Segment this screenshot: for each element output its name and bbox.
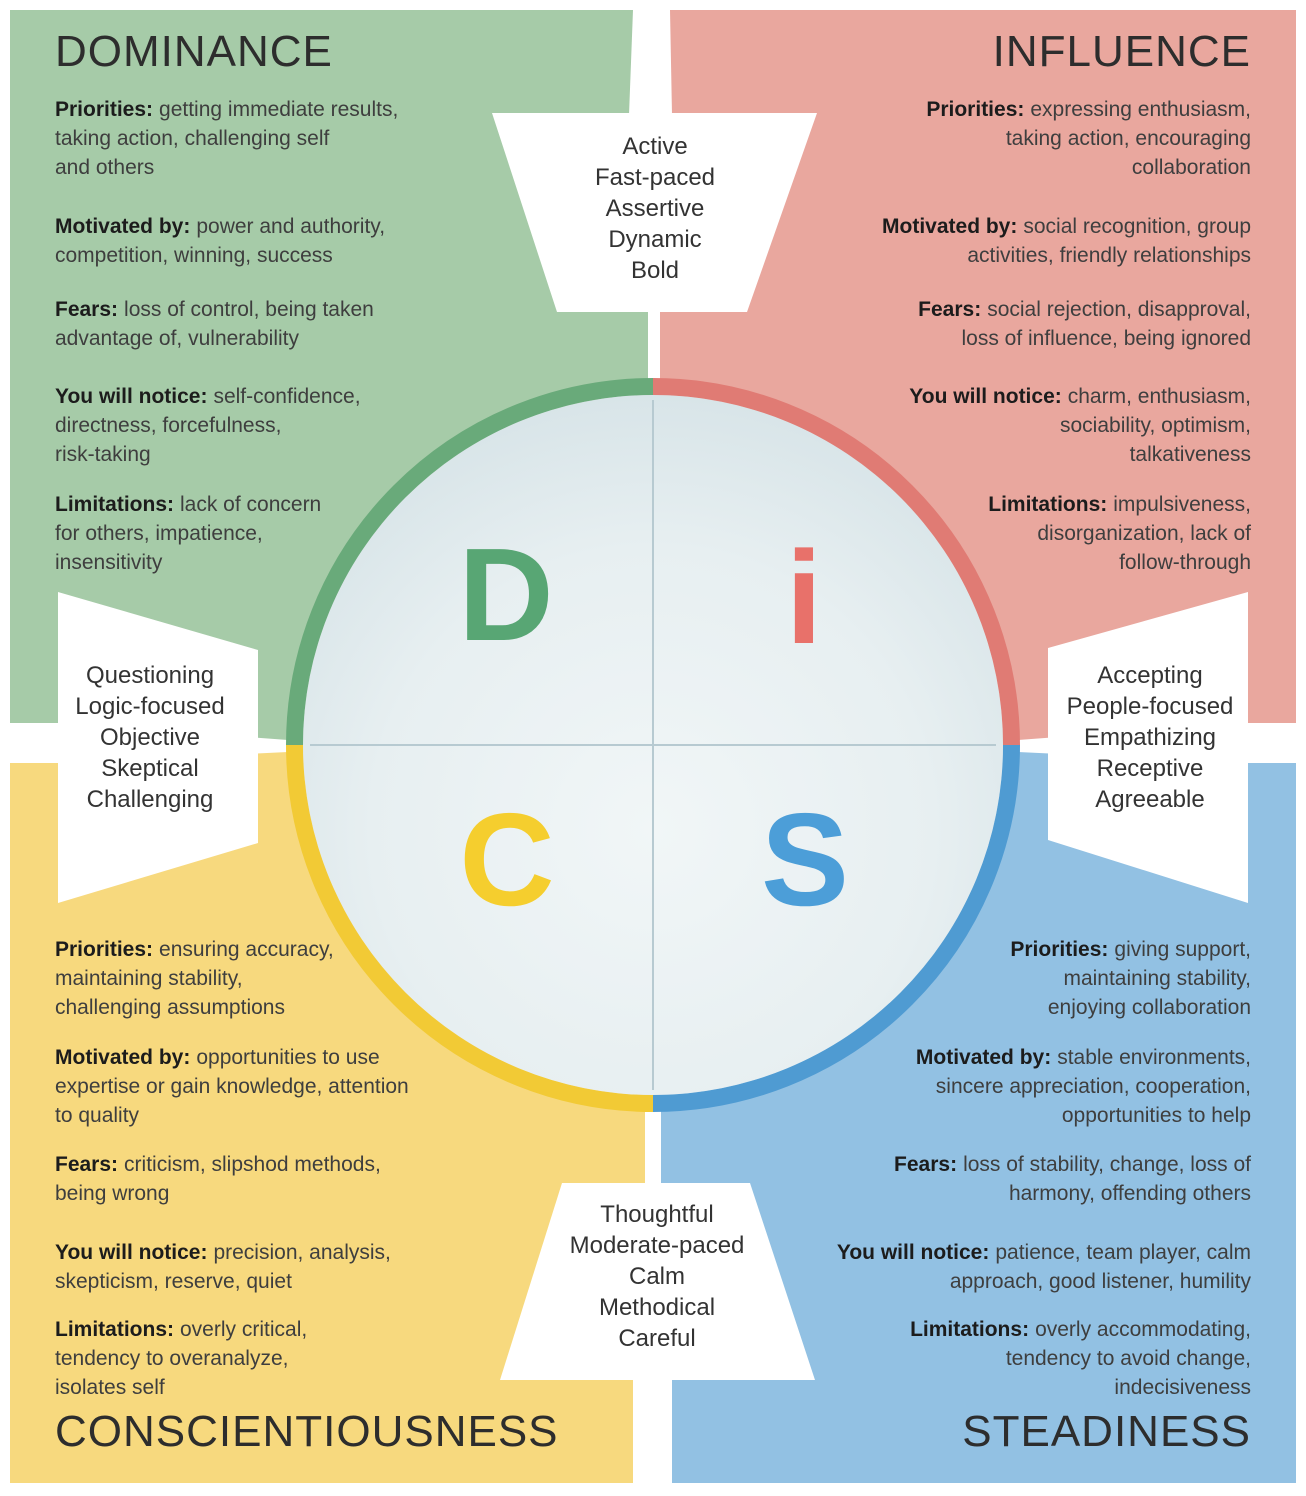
divider-top: [629, 10, 672, 115]
conscientiousness-you-will-notice: You will notice:precision, analysis, ske…: [55, 1241, 391, 1293]
conscientiousness-fears: Fears:criticism, slipshod methods, being…: [55, 1153, 381, 1205]
dominance-limitations: Limitations:lack of concern for others, …: [55, 493, 322, 574]
dominance-motivated-by: Motivated by:power and authority, compet…: [55, 215, 386, 267]
ring-arc-dominance: [286, 378, 654, 746]
callout-shape-right: [1048, 592, 1248, 903]
quadrant-title-influence: INFLUENCE: [992, 27, 1251, 76]
influence-you-will-notice: You will notice:charm, enthusiasm, socia…: [909, 385, 1251, 466]
callout-left: Questioning Logic-focused Objective Skep…: [75, 662, 225, 813]
quadrant-title-steadiness: STEADINESS: [962, 1407, 1251, 1456]
callout-bottom: Thoughtful Moderate-paced Calm Methodica…: [569, 1201, 745, 1352]
divider-top-stem: [648, 310, 660, 380]
callout-top: Active Fast-paced Assertive Dynamic Bold: [594, 133, 716, 284]
callout-shape-bottom: [500, 1183, 815, 1380]
influence-fears: Fears:social rejection, disapproval, los…: [918, 298, 1251, 350]
dominance-you-will-notice: You will notice:self-confidence, directn…: [55, 385, 361, 466]
steadiness-priorities: Priorities:giving support, maintaining s…: [1010, 938, 1251, 1019]
steadiness-fears: Fears:loss of stability, change, loss of…: [894, 1153, 1251, 1205]
influence-motivated-by: Motivated by:social recognition, group a…: [882, 215, 1251, 267]
conscientiousness-limitations: Limitations:overly critical, tendency to…: [55, 1318, 308, 1399]
divider-bottom: [633, 1378, 672, 1483]
ring-arc-conscientiousness: [286, 744, 654, 1112]
letter-d: D: [458, 521, 553, 668]
quadrant-title-conscientiousness: CONSCIENTIOUSNESS: [55, 1407, 559, 1456]
callout-right: Accepting People-focused Empathizing Rec…: [1066, 662, 1234, 813]
letter-s: S: [761, 786, 849, 933]
ring-arc-influence: [652, 378, 1020, 746]
steadiness-motivated-by: Motivated by:stable environments, sincer…: [915, 1046, 1251, 1127]
divider-bottom-stem: [645, 1110, 661, 1186]
dominance-fears: Fears:loss of control, being taken advan…: [55, 298, 374, 350]
dominance-priorities: Priorities:getting immediate results, ta…: [55, 98, 399, 179]
callout-shape-left: [58, 592, 258, 903]
conscientiousness-motivated-by: Motivated by:opportunities to use expert…: [55, 1046, 409, 1127]
letter-i: i: [786, 524, 823, 671]
quadrant-title-dominance: DOMINANCE: [55, 27, 333, 76]
steadiness-limitations: Limitations:overly accommodating, tenden…: [910, 1318, 1251, 1399]
conscientiousness-priorities: Priorities:ensuring accuracy, maintainin…: [55, 938, 334, 1019]
ring-arc-steadiness: [652, 744, 1020, 1112]
callout-shape-top: [492, 113, 817, 312]
letter-c: C: [459, 786, 554, 933]
influence-limitations: Limitations:impulsiveness, disorganizati…: [988, 493, 1251, 574]
influence-priorities: Priorities:expressing enthusiasm, taking…: [926, 98, 1251, 179]
steadiness-you-will-notice: You will notice:patience, team player, c…: [836, 1241, 1251, 1293]
